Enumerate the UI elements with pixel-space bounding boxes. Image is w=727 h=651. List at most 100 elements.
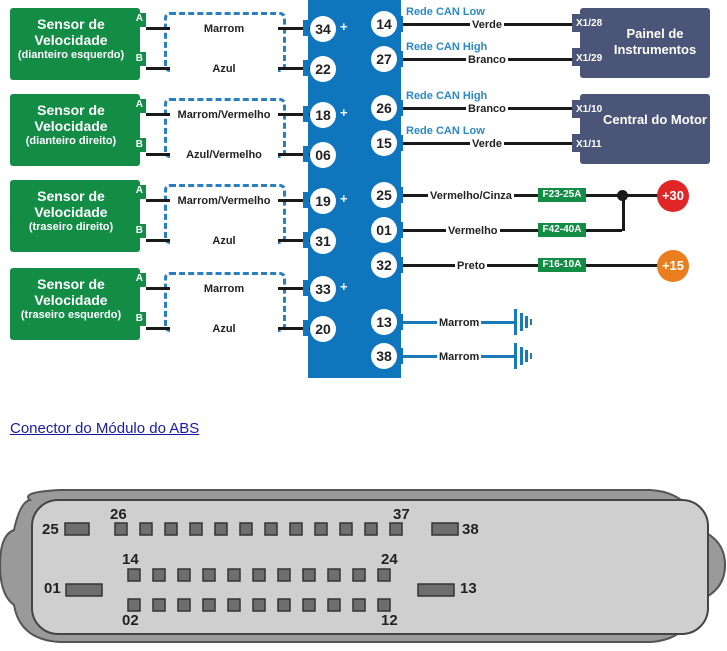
positive-marker: +	[340, 19, 348, 34]
wire-color-label: Verde	[470, 19, 504, 31]
wire-color-label: Vermelho	[446, 225, 500, 237]
connector-pin	[252, 598, 266, 612]
sensor-pin-a: A	[135, 273, 143, 284]
connector-pin-large	[65, 583, 103, 597]
connector-pin	[152, 598, 166, 612]
fuse-label: F42-40A	[538, 223, 586, 237]
junction-wire	[622, 194, 625, 231]
connector-pin	[352, 568, 366, 582]
ecu-pin: 31	[310, 228, 336, 254]
connector-pin	[252, 568, 266, 582]
connector-pin	[227, 598, 241, 612]
wire-color-label: Preto	[455, 260, 488, 272]
ecu-pin: 18	[310, 102, 336, 128]
positive-marker: +	[340, 279, 348, 294]
wire-color-label: Marrom	[437, 351, 482, 363]
sensor-title: Sensor de Velocidade	[34, 188, 108, 220]
fuse-label: F23-25A	[538, 188, 586, 202]
speed-sensor: Sensor de Velocidade (traseiro esquerdo)…	[10, 268, 146, 340]
connector-pin	[227, 568, 241, 582]
speed-sensor: Sensor de Velocidade (dianteiro direito)…	[10, 94, 146, 166]
connector-pin-number: 38	[462, 521, 479, 538]
connector-pin	[389, 522, 403, 536]
connector-pin	[277, 598, 291, 612]
connector-pin-number: 25	[42, 521, 59, 538]
ecu-pin: 26	[371, 95, 397, 121]
connector-pin	[177, 568, 191, 582]
connector-pin	[314, 522, 328, 536]
wire-color-label: Vermelho/Cinza	[428, 190, 514, 202]
connector-pin-number: 14	[122, 551, 139, 568]
connector-pin	[114, 522, 128, 536]
can-network-label: Rede CAN Low	[406, 125, 485, 137]
positive-marker: +	[340, 105, 348, 120]
connector-pin	[327, 598, 341, 612]
wire-color-label: Azul	[212, 235, 236, 247]
sensor-pin-b: B	[135, 139, 143, 150]
ecu-pin: 32	[371, 252, 397, 278]
sensor-position: (traseiro direito)	[28, 221, 114, 233]
connector-pin-number: 13	[460, 580, 477, 597]
sensor-pin-a: A	[135, 99, 143, 110]
abs-connector-link[interactable]: Conector do Módulo do ABS	[10, 420, 200, 437]
connector-pin	[339, 522, 353, 536]
connector-pin	[327, 568, 341, 582]
sensor-pin-b: B	[135, 53, 143, 64]
ground-icon	[514, 343, 532, 369]
ecu-pin: 25	[371, 182, 397, 208]
connector-pin-number: 12	[381, 612, 398, 629]
connector-pin-number: 24	[381, 551, 398, 568]
module-name: Central do Motor	[603, 112, 707, 127]
speed-sensor: Sensor de Velocidade (traseiro direito) …	[10, 180, 146, 252]
can-network-label: Rede CAN High	[406, 90, 488, 102]
ground-icon	[514, 309, 532, 335]
connector-pin-number: 26	[110, 506, 127, 523]
wire-color-label: Marrom	[203, 23, 245, 35]
connector-pin	[302, 598, 316, 612]
wire-color-label: Branco	[466, 54, 508, 66]
can-network-label: Rede CAN High	[406, 41, 488, 53]
terminal-label: X1/11	[576, 139, 602, 150]
connector-pin-number: 37	[393, 506, 410, 523]
junction-dot	[617, 190, 628, 201]
terminal-label: X1/28	[576, 18, 603, 29]
ecu-pin: 14	[371, 11, 397, 37]
ecu-pin: 27	[371, 46, 397, 72]
ecu-pin: 33	[310, 276, 336, 302]
connector-pin	[377, 598, 391, 612]
connector-pin	[364, 522, 378, 536]
ecu-pin: 19	[310, 188, 336, 214]
connector-pin	[202, 598, 216, 612]
connector-pin	[264, 522, 278, 536]
speed-sensor: Sensor de Velocidade (dianteiro esquerdo…	[10, 8, 146, 80]
sensor-pin-b: B	[135, 313, 143, 324]
positive-marker: +	[340, 191, 348, 206]
ecu-pin: 34	[310, 16, 336, 42]
sensor-title: Sensor de Velocidade	[34, 16, 108, 48]
supply-30: +30	[657, 180, 689, 212]
ecu-pin: 13	[371, 309, 397, 335]
connector-pin	[202, 568, 216, 582]
sensor-pin-a: A	[135, 13, 143, 24]
wire-color-label: Azul	[212, 63, 236, 75]
connector-pin	[139, 522, 153, 536]
module-name: Painel de Instrumentos	[613, 26, 697, 57]
terminal-label: X1/10	[576, 104, 603, 115]
connector-pin	[289, 522, 303, 536]
wire-color-label: Verde	[470, 138, 504, 150]
ecu-pin: 01	[371, 217, 397, 243]
connector-pin	[239, 522, 253, 536]
module-box: Central do Motor X1/10 X1/11	[572, 94, 710, 164]
connector-pin-number: 02	[122, 612, 139, 629]
wire-color-label: Marrom	[437, 317, 482, 329]
sensor-pin-a: A	[135, 185, 143, 196]
connector-pin	[127, 598, 141, 612]
connector-pin-large	[417, 583, 455, 597]
connector-pin	[177, 598, 191, 612]
ecu-pin: 06	[310, 142, 336, 168]
wire-color-label: Marrom/Vermelho	[177, 195, 271, 207]
can-network-label: Rede CAN Low	[406, 6, 485, 18]
ecu-pin: 15	[371, 130, 397, 156]
power-wire	[403, 229, 622, 232]
sensor-position: (dianteiro esquerdo)	[17, 49, 125, 61]
